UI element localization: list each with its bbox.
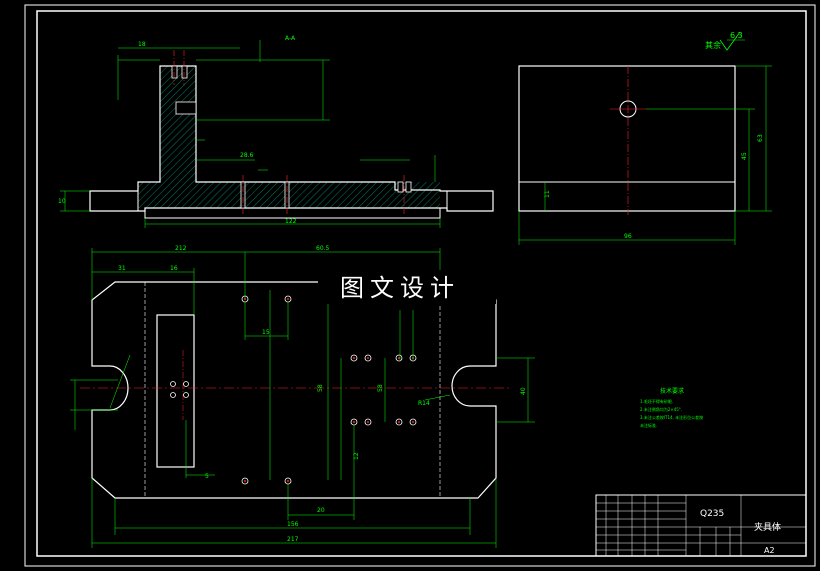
watermark: 图文设计 xyxy=(340,274,460,302)
dim-section-top: 18 xyxy=(138,41,146,48)
dim-plan-overall-top: 212 xyxy=(175,245,187,252)
inner-border xyxy=(36,10,807,557)
side-view: 96 63 45 11 其余 6.3 xyxy=(518,31,772,245)
dim-section-mid: 28.6 xyxy=(240,152,254,159)
plan-column xyxy=(156,314,195,468)
base-plate xyxy=(144,207,441,219)
tech-requirements: 技术要求 1.毛坯不得有砂眼. 2.未注倒角均为2×45°. 3.未注公差按IT… xyxy=(640,387,703,428)
dim-plan-right-side: 40 xyxy=(520,387,527,395)
side-outline xyxy=(518,65,736,212)
dim-plan-slot: R14 xyxy=(418,400,430,407)
dim-plan-left-seg2: 16 xyxy=(170,265,178,272)
dim-plan-small: 5 xyxy=(205,473,209,480)
dim-plan-left-seg1: 31 xyxy=(118,265,126,272)
dim-side-height-inner: 45 xyxy=(741,152,748,160)
dim-plan-bottom-inner: 156 xyxy=(287,521,299,528)
column-hatch xyxy=(160,66,196,182)
dim-plan-inner-vert: 58 xyxy=(377,384,384,392)
dim-section-height: 10 xyxy=(58,198,66,205)
surface-finish-value: 6.3 xyxy=(730,31,743,40)
outer-border xyxy=(24,4,816,567)
dim-plan-hole-spacing: 15 xyxy=(262,329,270,336)
tech-line-4: 未注标准. xyxy=(640,422,657,428)
plan-holes xyxy=(170,295,417,485)
dim-side-height-outer: 63 xyxy=(757,134,764,142)
title-part-name: 夹具体 xyxy=(754,521,781,533)
plan-view: 212 60.5 31 16 15 58 58 12 20 156 217 40… xyxy=(70,245,535,548)
section-label: A-A xyxy=(285,35,296,42)
plan-outline xyxy=(91,281,497,499)
surface-finish-symbol: 其余 6.3 xyxy=(705,31,745,51)
surface-finish-text: 其余 xyxy=(705,40,721,50)
dim-plan-center-vert: 58 xyxy=(317,384,324,392)
dim-side-width: 96 xyxy=(624,233,632,240)
tech-line-1: 1.毛坯不得有砂眼. xyxy=(640,398,673,404)
dim-side-small: 11 xyxy=(544,190,551,198)
title-block: Q235 夹具体 A2 xyxy=(595,494,807,557)
dim-plan-bottom-mid: 20 xyxy=(317,507,325,514)
dim-plan-bottom-outer: 217 xyxy=(287,536,299,543)
title-sheet-size: A2 xyxy=(764,546,775,555)
tech-heading: 技术要求 xyxy=(660,387,684,395)
dim-plan-top-mid: 60.5 xyxy=(316,245,330,252)
tech-line-3: 3.未注公差按IT14, 未注形位公差按 xyxy=(640,414,703,420)
dim-plan-right-vert: 12 xyxy=(353,452,360,460)
watermark-bg xyxy=(318,270,496,304)
section-view: A-A 122 10 18 28.6 xyxy=(58,35,494,228)
title-material: Q235 xyxy=(700,509,724,519)
dim-section-width: 122 xyxy=(285,218,297,225)
tech-line-2: 2.未注倒角均为2×45°. xyxy=(640,406,682,412)
